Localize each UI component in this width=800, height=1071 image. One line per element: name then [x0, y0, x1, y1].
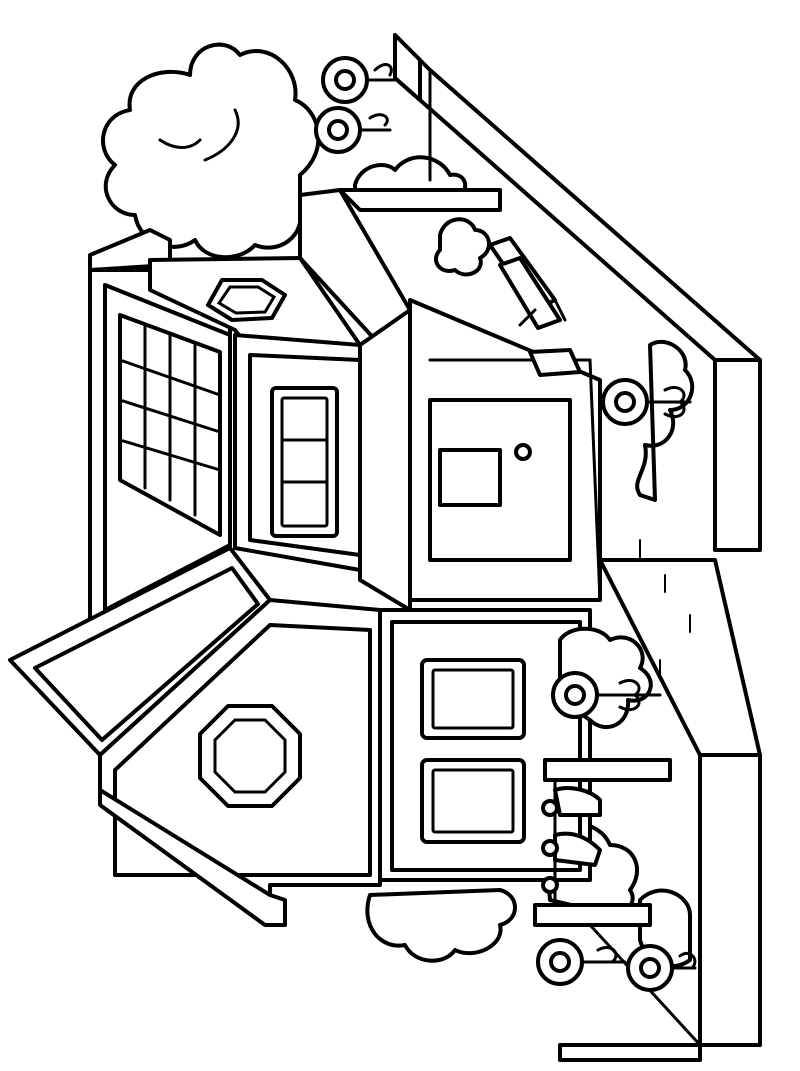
house-lower-gable	[8, 546, 382, 927]
house-bay-roof	[338, 188, 502, 612]
lower-window-bottom	[420, 758, 526, 844]
house-center-bay	[233, 333, 362, 572]
gable-octagon-window	[198, 704, 302, 808]
porch-bench	[488, 236, 567, 330]
flower-lower-1	[551, 671, 662, 719]
flower-right-1	[601, 378, 692, 426]
house-porch	[408, 298, 602, 602]
flower-top-2	[314, 106, 392, 154]
step	[528, 348, 582, 377]
bush-top-left	[101, 42, 321, 260]
door-knob	[514, 443, 532, 461]
flower-top-1	[321, 56, 397, 104]
flower-bottom-1	[536, 938, 627, 986]
house-lower-front	[378, 608, 592, 882]
fence-wall-bottom	[558, 753, 762, 1062]
fence-wall-top	[393, 33, 762, 552]
house-upper-roof	[148, 188, 412, 352]
flower-bottom-2	[626, 944, 697, 992]
clothesline	[533, 758, 672, 927]
bush-right-mid	[635, 339, 695, 502]
porch-shrub	[434, 217, 491, 277]
lower-window-top	[420, 658, 526, 740]
bay-window	[270, 386, 339, 538]
window-grid	[118, 323, 222, 517]
roof-octagon-vent	[206, 278, 287, 322]
